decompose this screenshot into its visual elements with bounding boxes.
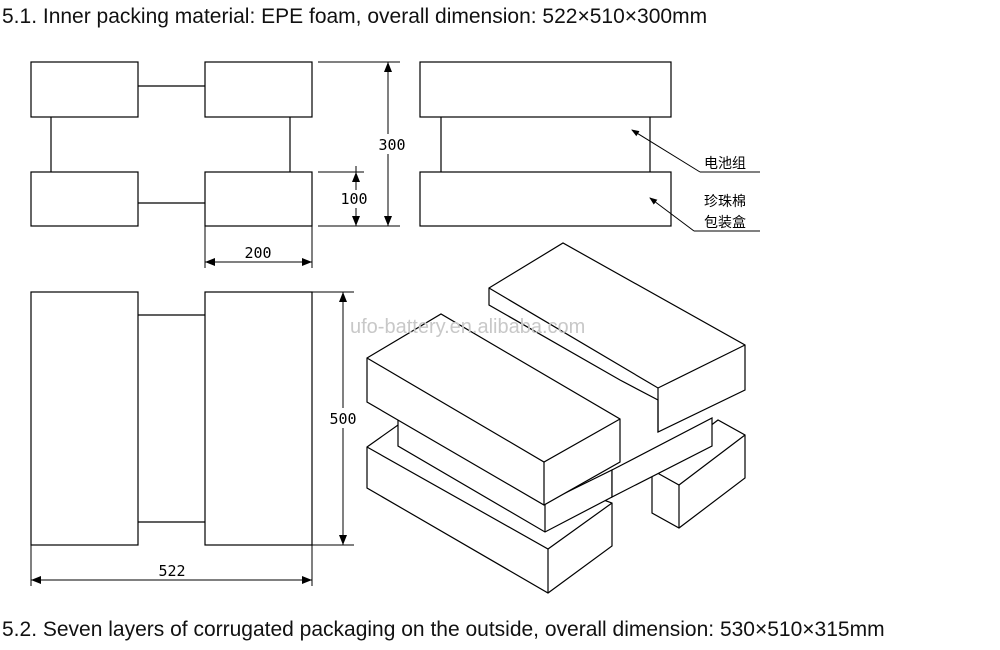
watermark-text: ufo-battery.en.alibaba.com: [350, 316, 585, 338]
foam-block-top-right: [204, 61, 313, 118]
section-heading-inner-packing: 5.1. Inner packing material: EPE foam, o…: [2, 5, 708, 28]
dim-label-522: 522: [158, 562, 185, 580]
callout-battery-pack: 电池组: [704, 156, 746, 172]
dimension-depth-total: 500: [312, 291, 360, 546]
foam-block-bottom-right: [204, 171, 313, 227]
foam-strip-right: [204, 291, 313, 546]
dimension-width-block: 200: [204, 226, 313, 268]
section-heading-outer-packing: 5.2. Seven layers of corrugated packagin…: [2, 618, 885, 641]
callout-packing-box: 包装盒: [704, 214, 746, 231]
foam-block-top-left: [30, 61, 139, 118]
dim-label-100: 100: [340, 190, 367, 208]
dimension-height-total: 300: [318, 61, 408, 227]
foam-top-side: [419, 61, 672, 118]
foam-bottom-side: [419, 171, 672, 227]
dimension-width-total: 522: [30, 545, 313, 586]
side-view: [419, 61, 672, 227]
isometric-view: [366, 242, 746, 594]
front-view: [30, 61, 313, 227]
callouts: 电池组 珍珠棉 包装盒: [631, 129, 760, 232]
dimension-height-block: 100: [318, 166, 372, 226]
foam-strip-left: [30, 291, 139, 546]
foam-block-bottom-left: [30, 171, 139, 227]
dim-label-300: 300: [378, 136, 405, 154]
callout-pearl-foam: 珍珠棉: [704, 193, 746, 210]
dim-label-200: 200: [244, 244, 271, 262]
dim-label-500: 500: [329, 410, 356, 428]
plan-view: [30, 291, 313, 546]
